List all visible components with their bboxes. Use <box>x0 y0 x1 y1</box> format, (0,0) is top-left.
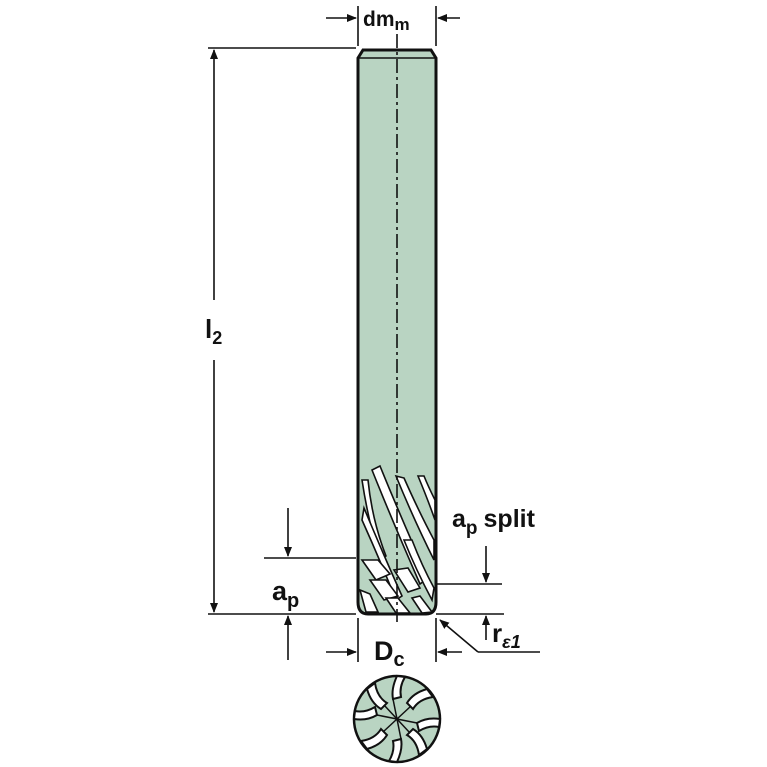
end-mill-tool-icon <box>356 34 438 622</box>
flutes <box>358 464 436 614</box>
total-length-dimension: l2 <box>205 47 356 615</box>
corner-radius-dimension: rε1 <box>436 613 540 653</box>
cutting-diameter-dimension: Dc <box>326 618 462 671</box>
end-mill-cross-section-icon <box>352 674 442 764</box>
corner-radius-label: rε1 <box>492 618 521 652</box>
total-length-label: l2 <box>205 314 222 348</box>
cutting-depth-label: ap <box>272 576 299 612</box>
cutting-diameter-label: Dc <box>374 636 405 671</box>
shank-diameter-dimension: dmm <box>326 6 460 46</box>
shank-diameter-label: dmm <box>363 8 410 34</box>
cutting-depth-dimension: ap <box>264 508 356 660</box>
